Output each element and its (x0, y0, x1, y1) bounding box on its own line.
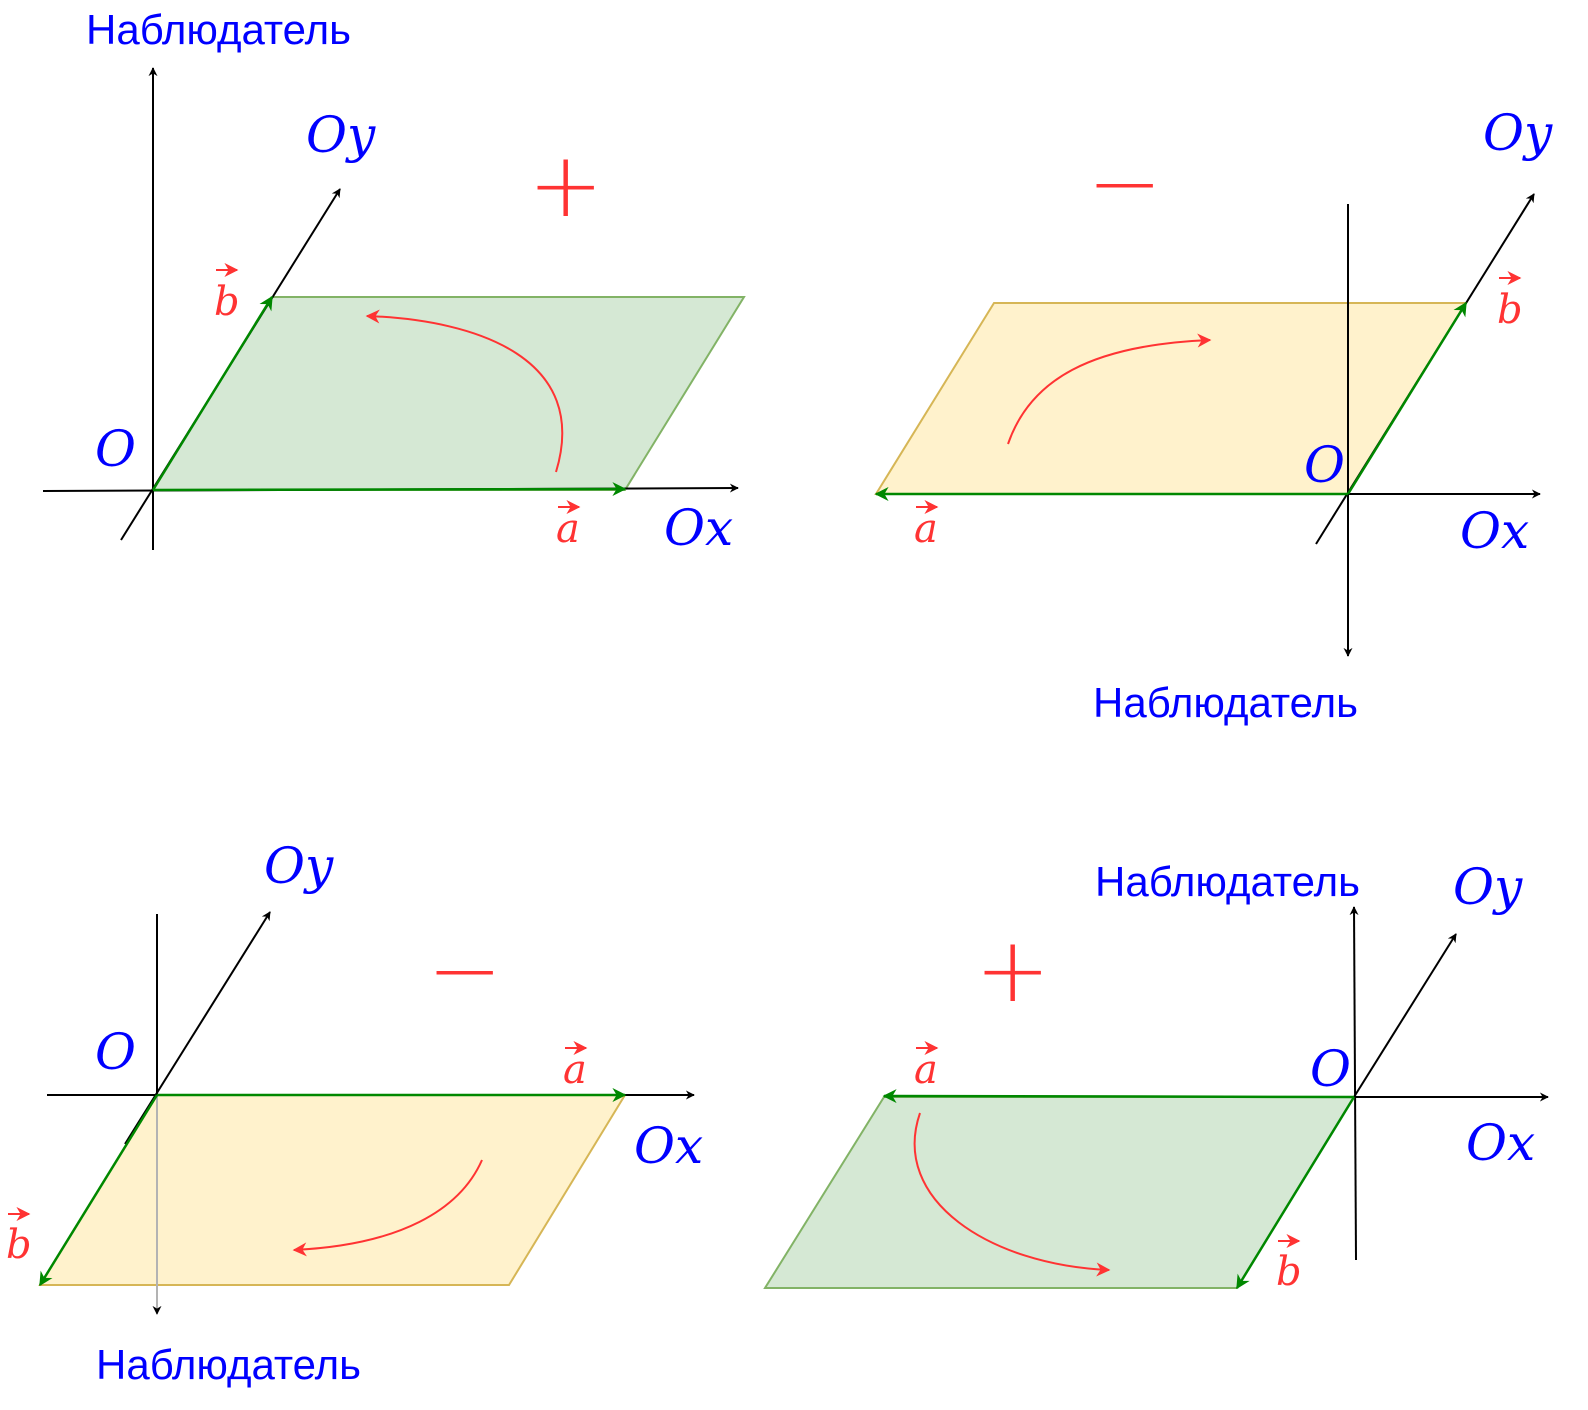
rotation-arrow (913, 1112, 1111, 1277)
vector-b-arrow (151, 295, 274, 491)
vector-b-arrow (1235, 1096, 1356, 1290)
ox-label: Ox (1466, 1114, 1535, 1172)
axis-y (124, 911, 271, 1145)
panel-bottom-right: Наблюдатель Oy Ox O a b + (763, 858, 1549, 1295)
observer-label: Наблюдатель (86, 6, 351, 53)
vector-a-label: a (563, 1047, 587, 1093)
plane-parallelogram (874, 302, 1468, 495)
origin-label: O (95, 420, 136, 478)
vector-b-arrow (1346, 301, 1468, 495)
vector-b-label: b (1276, 1249, 1302, 1295)
panel-top-right: Наблюдатель Oy Ox O a b − (874, 104, 1553, 726)
axis-y (1353, 933, 1457, 1098)
ox-label: Ox (664, 499, 733, 557)
vector-a-label: a (914, 506, 938, 552)
plane-parallelogram (763, 1096, 1356, 1289)
panel-bottom-left: Наблюдатель Oy Ox O a b − (6, 837, 703, 1388)
ox-label: Ox (1460, 502, 1529, 560)
orientation-sign: − (427, 918, 502, 1023)
oy-label: Oy (1453, 858, 1523, 916)
rotation-arrow (292, 1159, 483, 1257)
ox-label: Ox (634, 1117, 703, 1175)
orientation-sign: − (1087, 131, 1162, 236)
vector-b-arrow (38, 1094, 159, 1287)
observer-label: Наблюдатель (96, 1341, 361, 1388)
orientation-sign: + (975, 918, 1050, 1023)
orientation-sign: + (528, 133, 603, 238)
origin-label: O (95, 1023, 136, 1081)
observer-label: Наблюдатель (1095, 858, 1360, 905)
vector-b-label: b (214, 279, 240, 325)
panel-top-left: Наблюдатель Oy Ox O a b + (42, 6, 746, 557)
vector-b-label: b (6, 1222, 32, 1268)
oy-label: Oy (1483, 104, 1553, 162)
axis-observer (1349, 906, 1359, 1261)
vector-b-label: b (1497, 287, 1523, 333)
observer-label: Наблюдатель (1093, 679, 1358, 726)
rotation-arrow (365, 309, 564, 473)
vector-a-arrow (882, 1089, 1355, 1104)
vector-a-arrow (152, 482, 627, 497)
vector-a-label: a (914, 1047, 938, 1093)
oy-label: Oy (264, 837, 334, 895)
origin-label: O (1304, 436, 1345, 494)
rotation-arrow (1007, 333, 1212, 445)
plane-parallelogram (38, 1094, 627, 1286)
oy-label: Oy (306, 106, 376, 164)
vector-a-label: a (556, 506, 580, 552)
origin-label: O (1310, 1040, 1351, 1098)
